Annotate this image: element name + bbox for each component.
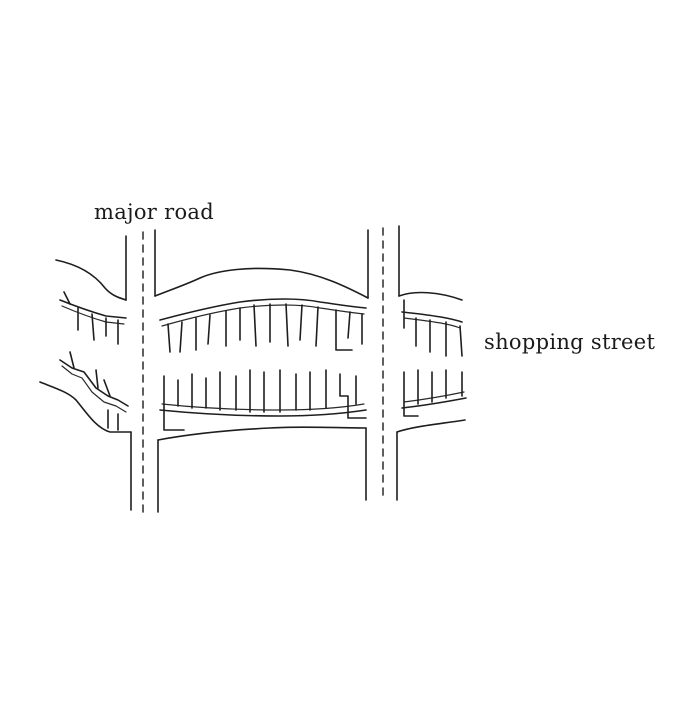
north-boundary-left [55, 259, 127, 301]
north-plot-line [179, 321, 183, 353]
north-boundary-middle [154, 267, 369, 299]
south-plot-line [163, 375, 185, 431]
north-plot-line [207, 314, 211, 345]
north-east-frontage-inner [403, 317, 461, 329]
south-east-frontage [401, 397, 467, 409]
north-plot-line [299, 304, 303, 341]
north-plot-line [285, 303, 289, 347]
south-west-shop-row [59, 351, 129, 431]
north-row-frontage [159, 298, 367, 321]
outer-boundaries [39, 259, 466, 441]
north-east-shop-row [401, 299, 463, 357]
south-east-frontage-inner [403, 391, 465, 403]
shopping-street-label: shopping street [484, 330, 656, 354]
south-plot-line [339, 373, 367, 419]
south-row-frontage [159, 409, 367, 417]
north-west-plot-line [63, 291, 71, 305]
south-boundary-middle [157, 426, 367, 441]
north-west-frontage [59, 299, 127, 319]
north-east-plot-line [459, 325, 463, 357]
north-plot-line [347, 311, 351, 339]
north-west-plot-line [91, 313, 95, 341]
south-west-plot-line [69, 351, 75, 369]
north-plot-line [335, 309, 353, 351]
north-west-shop-row [59, 291, 127, 345]
south-west-plot-line [95, 369, 99, 389]
right-major-road [365, 225, 400, 501]
south-west-plot-line [103, 379, 111, 397]
major-road-label: major road [94, 200, 214, 224]
south-west-alley-inner [61, 365, 127, 413]
south-east-plot-line [403, 371, 419, 417]
north-plot-line [167, 323, 171, 353]
north-plot-line [253, 304, 257, 347]
left-major-road [125, 229, 159, 513]
south-west-alley [59, 359, 129, 407]
north-boundary-right [398, 291, 463, 301]
south-boundary-left [39, 381, 132, 433]
north-shop-row [159, 298, 367, 353]
north-plot-line [315, 306, 319, 347]
north-east-frontage [401, 311, 463, 323]
south-east-shop-row [401, 369, 467, 417]
north-row-frontage-inner [161, 304, 365, 327]
south-shop-row [159, 369, 367, 431]
south-boundary-right [396, 419, 466, 433]
